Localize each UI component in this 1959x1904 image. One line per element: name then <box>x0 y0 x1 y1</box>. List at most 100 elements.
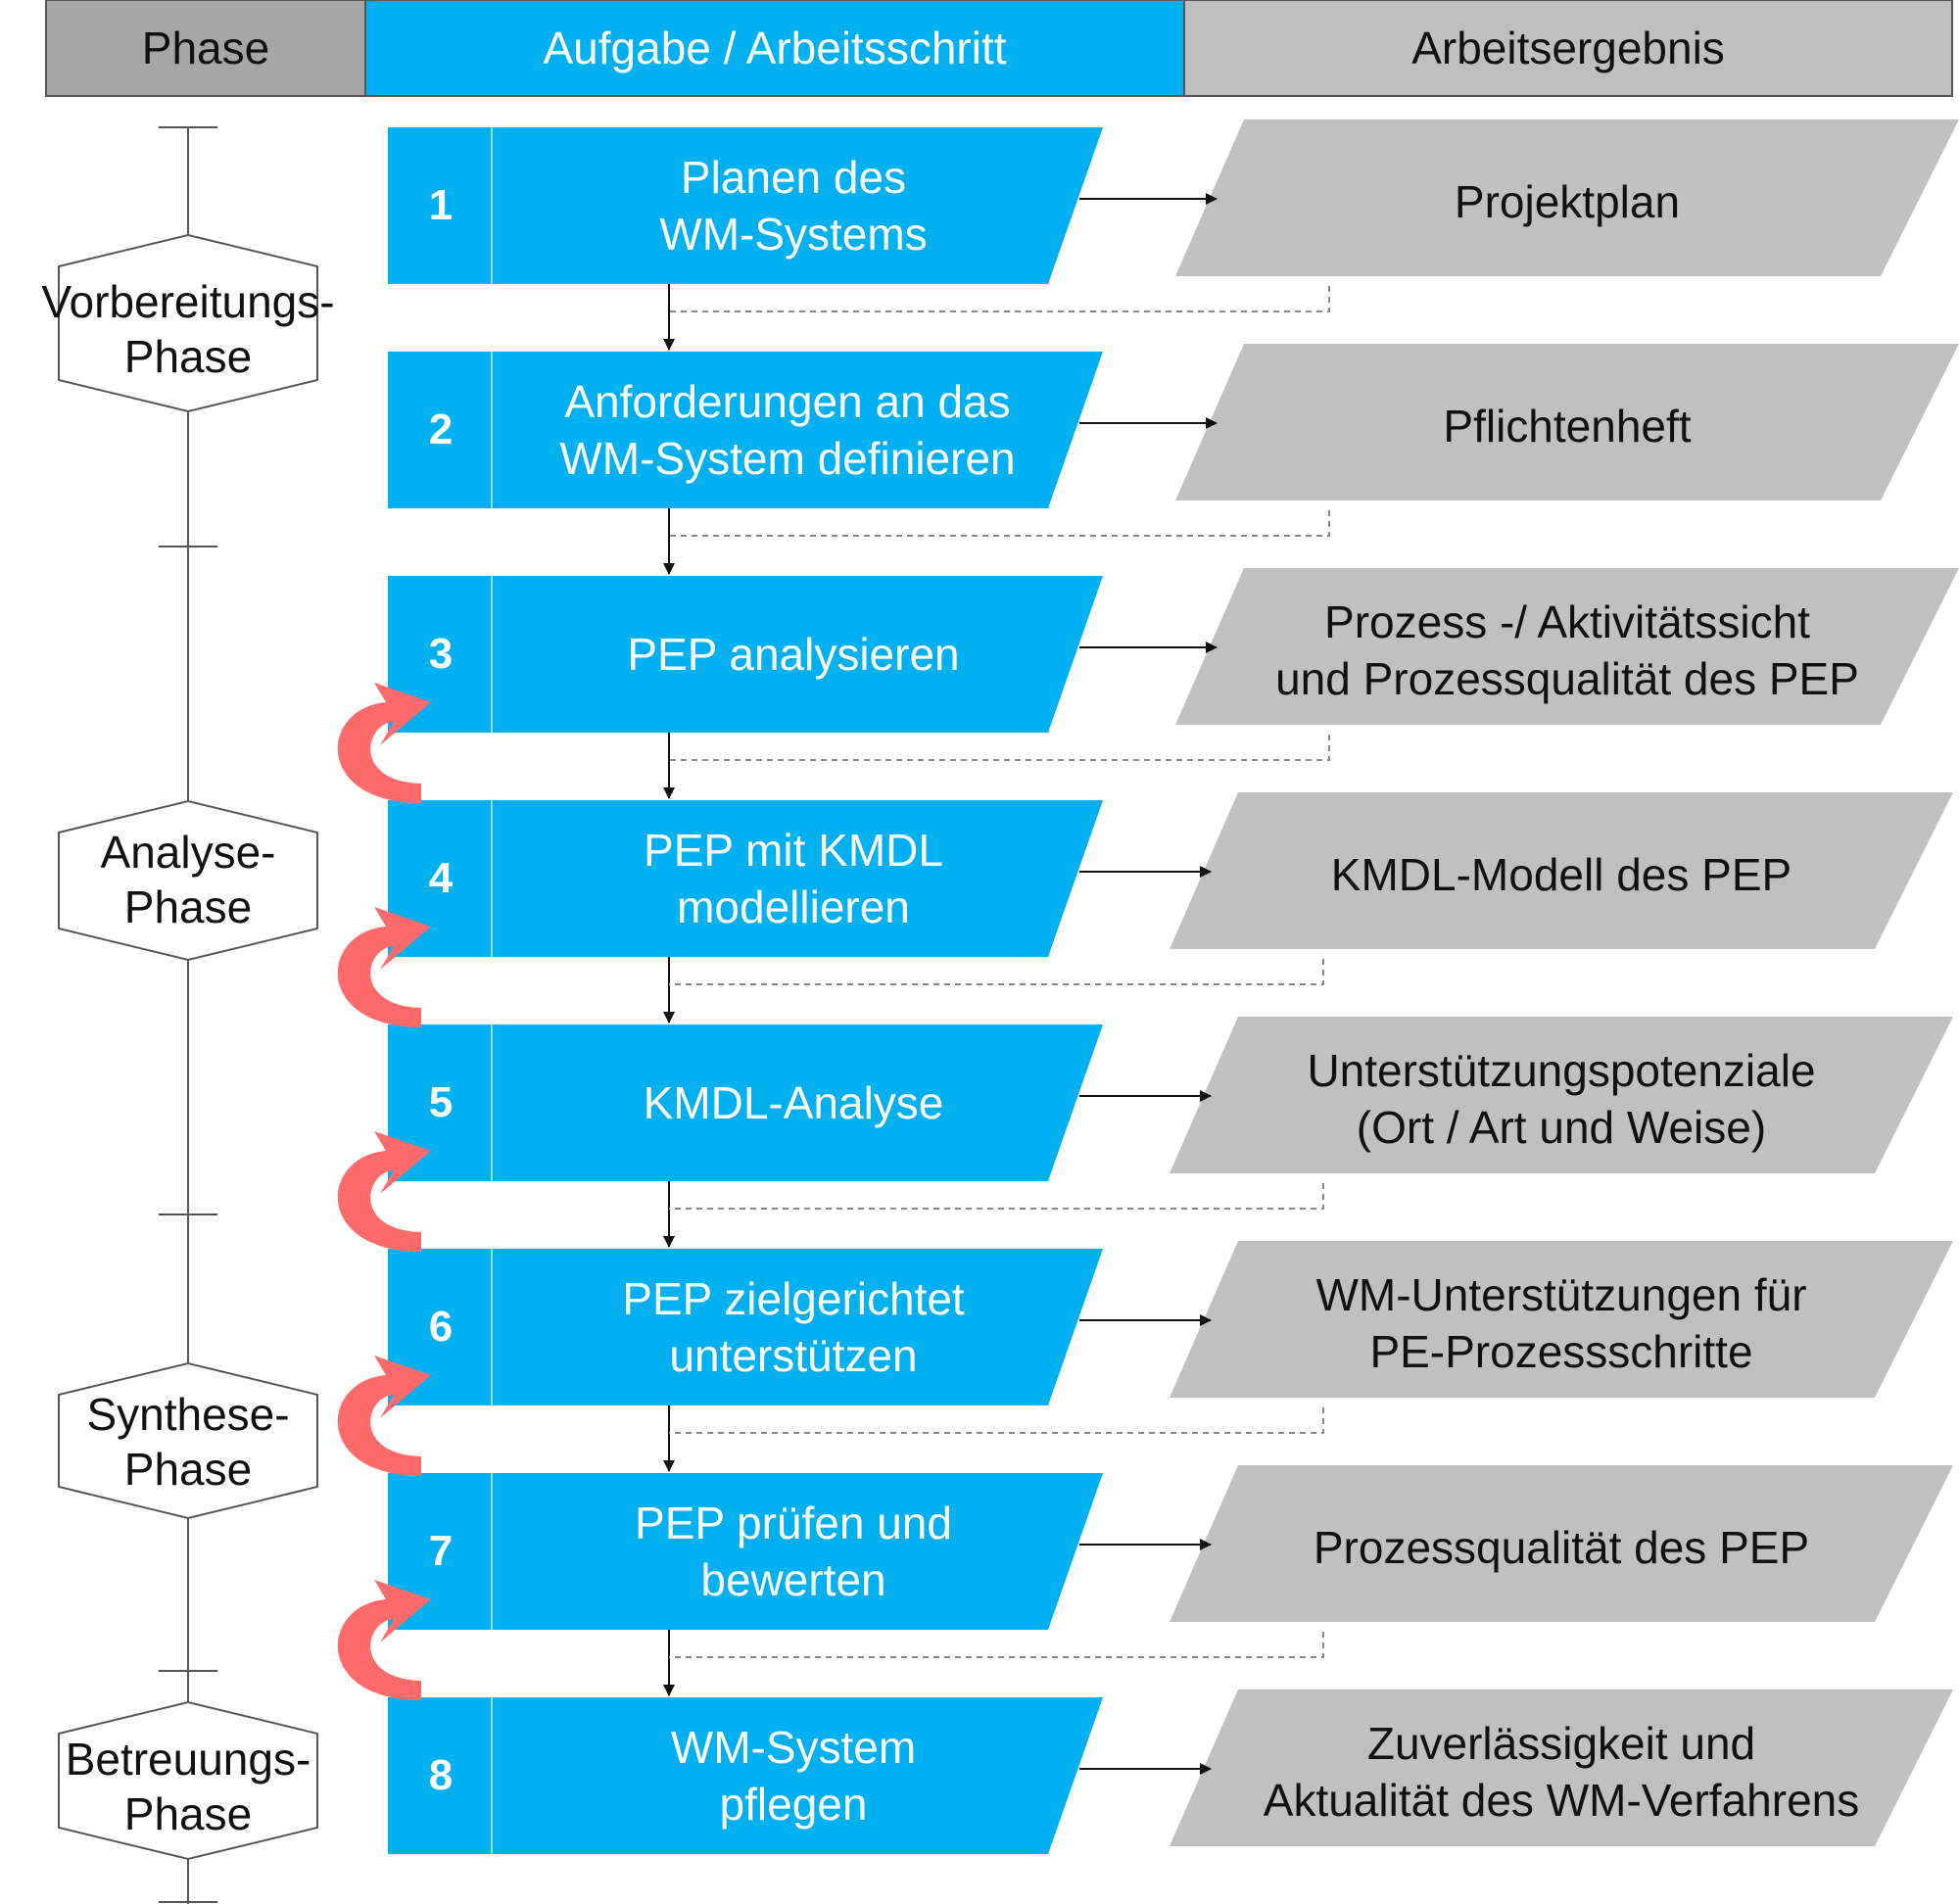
header-result-bar <box>1183 0 1953 97</box>
result-box <box>1175 119 1959 276</box>
result-box <box>1175 568 1959 725</box>
task-line: PEP zielgerichtet <box>622 1273 965 1324</box>
task-line: PEP prüfen und <box>635 1498 952 1548</box>
result-label: Projektplan <box>1205 123 1930 280</box>
task-line: PEP analysieren <box>627 629 960 680</box>
task-line: WM-Systems <box>659 209 928 260</box>
task-line: WM-System definieren <box>559 433 1016 484</box>
loop-arrow <box>337 1580 431 1700</box>
task-line: modellieren <box>677 881 910 932</box>
task-box <box>388 1249 1103 1405</box>
result-box <box>1170 1690 1953 1846</box>
header-phase-bar <box>45 0 366 97</box>
step-number: 3 <box>428 630 454 678</box>
header-phase: Phase <box>141 23 270 73</box>
task-label: WM-System pflegen <box>519 1697 1068 1854</box>
phase-label-line: Phase <box>123 1788 253 1839</box>
header-task: Aufgabe / Arbeitsschritt <box>543 23 1007 73</box>
task-box <box>388 1024 1103 1181</box>
step-number: 7 <box>428 1527 454 1575</box>
feedback-line <box>669 510 1330 537</box>
phase-label-line: Analyse- <box>100 827 276 878</box>
task-box <box>388 576 1103 733</box>
header-result: Arbeitsergebnis <box>1411 23 1725 73</box>
phase-label-vorbereitung: Vorbereitungs- Phase <box>12 274 364 384</box>
result-box <box>1170 1017 1953 1173</box>
result-label: Prozess -/ Aktivitätssicht und Prozessqu… <box>1205 572 1930 729</box>
task-label: PEP analysieren <box>519 576 1068 733</box>
task-label: Anforderungen an das WM-System definiere… <box>513 352 1062 508</box>
task-label: PEP zielgerichtet unterstützen <box>519 1249 1068 1405</box>
result-line: Prozess -/ Aktivitätssicht <box>1324 596 1810 647</box>
phase-label-line: Phase <box>123 881 253 932</box>
feedback-line <box>669 1407 1324 1434</box>
result-line: und Prozessqualität des PEP <box>1275 653 1859 704</box>
header-task-bar <box>364 0 1185 97</box>
step-number: 4 <box>428 854 454 902</box>
phase-hexagon-betreuung <box>58 1700 318 1861</box>
task-box <box>388 800 1103 957</box>
phase-label-betreuung: Betreuungs- Phase <box>12 1732 364 1841</box>
phase-label-line: Synthese- <box>86 1389 290 1440</box>
phase-label-line: Vorbereitungs- <box>41 276 335 327</box>
phase-label-synthese: Synthese- Phase <box>12 1387 364 1497</box>
task-line: Planen des <box>680 152 907 203</box>
step-number: 1 <box>428 181 454 229</box>
result-line: Pflichtenheft <box>1443 401 1692 452</box>
phase-hexagon-synthese <box>58 1361 318 1520</box>
task-line: KMDL-Analyse <box>643 1077 944 1128</box>
task-line: unterstützen <box>669 1330 918 1381</box>
phase-timeline <box>58 126 318 1904</box>
task-line: Anforderungen an das <box>564 376 1011 427</box>
task-label: KMDL-Analyse <box>519 1024 1068 1181</box>
task-line: WM-System <box>670 1722 917 1773</box>
phase-label-analyse: Analyse- Phase <box>12 825 364 934</box>
loop-arrow <box>337 1131 431 1252</box>
result-line: KMDL-Modell des PEP <box>1330 849 1792 900</box>
loop-arrow <box>337 683 431 803</box>
result-line: Zuverlässigkeit und <box>1366 1718 1756 1769</box>
result-line: (Ort / Art und Weise) <box>1356 1102 1767 1153</box>
task-label: Planen des WM-Systems <box>519 127 1068 284</box>
feedback-line <box>669 735 1330 761</box>
step-number: 8 <box>428 1751 454 1799</box>
phase-hexagon-analyse <box>58 799 318 962</box>
phase-label-line: Phase <box>123 331 253 382</box>
result-line: Unterstützungspotenziale <box>1307 1045 1816 1096</box>
result-box <box>1170 1465 1953 1622</box>
result-label: KMDL-Modell des PEP <box>1199 796 1924 953</box>
result-line: WM-Unterstützungen für <box>1315 1269 1807 1320</box>
task-box <box>388 1697 1103 1854</box>
result-box <box>1175 344 1959 500</box>
task-box <box>388 1473 1103 1630</box>
result-line: Projektplan <box>1454 176 1681 227</box>
task-line: pflegen <box>719 1779 868 1830</box>
result-label: Pflichtenheft <box>1205 348 1930 504</box>
loop-arrow <box>337 1356 431 1476</box>
result-label: Prozessqualität des PEP <box>1199 1469 1924 1626</box>
phase-label-line: Betreuungs- <box>65 1734 311 1785</box>
result-box <box>1170 1241 1953 1398</box>
task-line: bewerten <box>700 1554 886 1605</box>
feedback-line <box>669 1632 1324 1658</box>
feedback-line <box>669 1183 1324 1210</box>
loop-arrow <box>337 907 431 1027</box>
task-label: PEP prüfen und bewerten <box>519 1473 1068 1630</box>
step-number: 6 <box>428 1303 454 1351</box>
phase-label-line: Phase <box>123 1444 253 1495</box>
feedback-line <box>669 286 1330 312</box>
result-box <box>1170 792 1953 949</box>
result-label: Unterstützungspotenziale (Ort / Art und … <box>1199 1021 1924 1177</box>
task-line: PEP mit KMDL <box>644 825 943 876</box>
feedback-line <box>669 959 1324 985</box>
result-label: WM-Unterstützungen für PE-Prozessschritt… <box>1199 1245 1924 1402</box>
result-line: Prozessqualität des PEP <box>1313 1522 1810 1573</box>
result-line: PE-Prozessschritte <box>1369 1326 1753 1377</box>
task-box <box>388 352 1103 508</box>
result-line: Aktualität des WM-Verfahrens <box>1263 1775 1860 1826</box>
phase-hexagon-vorbereitung <box>58 233 318 413</box>
step-number: 5 <box>428 1078 454 1126</box>
task-box <box>388 127 1103 284</box>
task-label: PEP mit KMDL modellieren <box>519 800 1068 957</box>
